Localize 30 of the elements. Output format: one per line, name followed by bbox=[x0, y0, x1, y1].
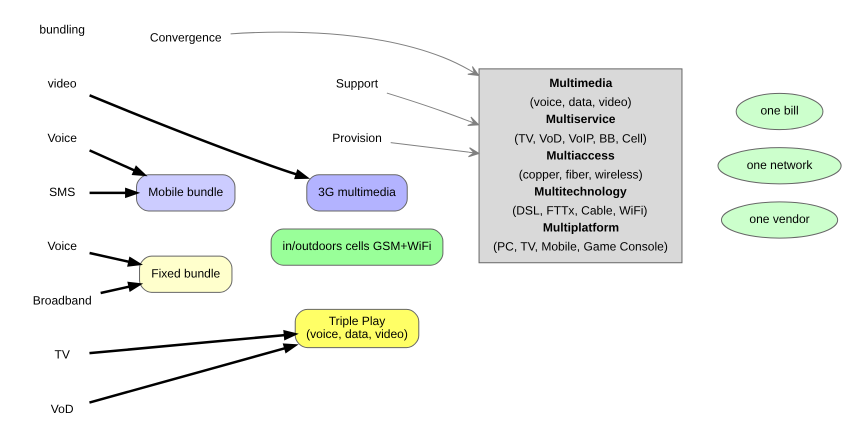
node-text: Convergence bbox=[149, 30, 222, 44]
node-box: in/outdoors cells GSM+WiFi bbox=[270, 228, 443, 266]
arrow bbox=[88, 330, 298, 354]
arrow bbox=[390, 142, 479, 158]
node-text: SMS bbox=[48, 184, 75, 199]
node-text: video bbox=[47, 76, 76, 91]
arrow bbox=[89, 188, 140, 198]
arrow bbox=[386, 92, 479, 126]
arrow bbox=[88, 149, 148, 176]
node-box: Mobile bundle bbox=[136, 174, 235, 212]
arrow bbox=[88, 343, 298, 404]
node-text: Broadband bbox=[32, 293, 92, 308]
node-box: 3G multimedia bbox=[306, 174, 408, 212]
node-text: Provision bbox=[332, 130, 382, 145]
node-ellipse: one network bbox=[716, 147, 842, 184]
node-text: Voice bbox=[46, 130, 76, 145]
arrow bbox=[100, 282, 143, 294]
node-box: Triple Play (voice, data, video) bbox=[294, 308, 419, 348]
node-ellipse: one bill bbox=[735, 92, 823, 130]
node-ellipse: one vendor bbox=[720, 201, 838, 239]
node-box: Fixed bundle bbox=[138, 256, 232, 293]
label: bundling bbox=[38, 22, 84, 36]
arrow bbox=[230, 32, 479, 76]
node-text: Support bbox=[335, 76, 378, 91]
node-box: Multimedia (voice, data, video) Multiservice (TV, VoD, VoIP, BB, Cell) Multiaccess (copper, fiber, wireless) Multitechnology (DSL, FTTx, Cable, WiFi) Multiplatform (PC, TV, Mobile, Game Console) bbox=[478, 68, 682, 264]
node-text: Voice bbox=[46, 239, 76, 254]
arrow bbox=[88, 94, 310, 180]
arrow bbox=[88, 252, 142, 267]
node-text: VoD bbox=[50, 402, 74, 416]
node-text: TV bbox=[54, 348, 70, 362]
